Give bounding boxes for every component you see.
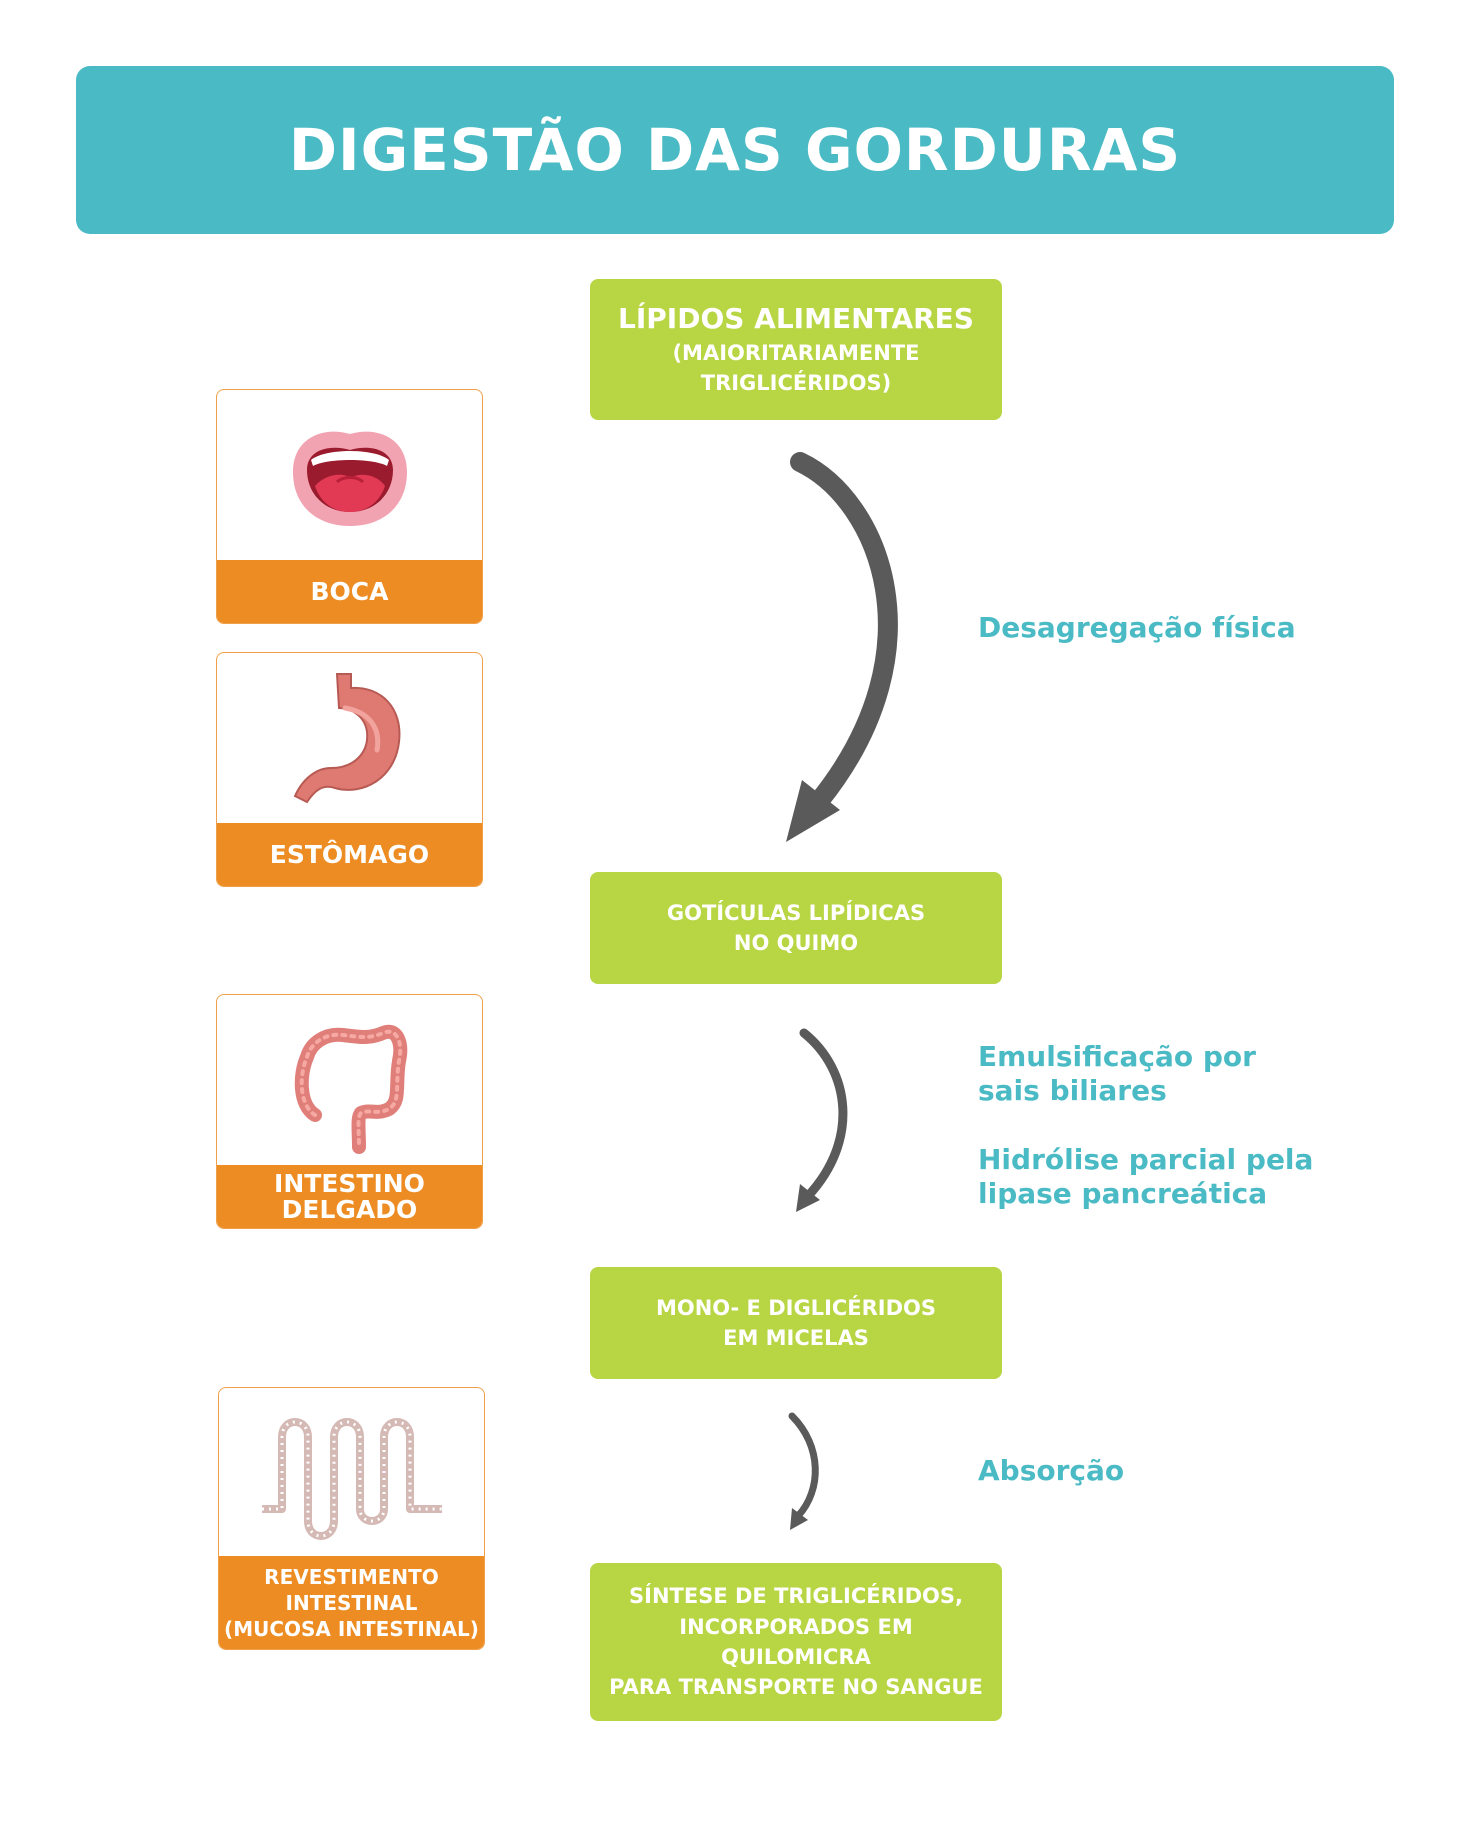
step-micelas-line2: EM MICELAS [723, 1326, 869, 1350]
page-title: DIGESTÃO DAS GORDURAS [288, 116, 1182, 184]
process-absorcao: Absorção [978, 1454, 1124, 1488]
step-sintese-line2: INCORPORADOS EM QUILOMICRA [679, 1614, 913, 1669]
process-hidrolise-line2: lipase pancreática [978, 1177, 1268, 1210]
process-desagregacao-text: Desagregação física [978, 611, 1296, 644]
process-emulsificacao-line1: Emulsificação por [978, 1040, 1256, 1073]
step-goticulas-line2: NO QUIMO [733, 931, 859, 955]
organ-estomago-text: ESTÔMAGO [269, 840, 430, 869]
process-hidrolise: Hidrólise parcial pela lipase pancreátic… [978, 1143, 1313, 1211]
organ-card-mucosa: REVESTIMENTO INTESTINAL (MUCOSA INTESTIN… [218, 1387, 485, 1650]
process-emulsificacao: Emulsificação por sais biliares [978, 1040, 1256, 1108]
process-desagregacao: Desagregação física [978, 611, 1296, 645]
organ-mucosa-line1: REVESTIMENTO [264, 1564, 439, 1589]
step-lipidos-line2: (MAIORITARIAMENTE [672, 340, 920, 365]
step-micelas: MONO- E DIGLICÉRIDOS EM MICELAS [590, 1267, 1002, 1379]
arrow-1 [786, 452, 898, 842]
arrow-3 [788, 1412, 819, 1530]
organ-label-boca: BOCA [217, 560, 482, 623]
organ-mucosa-line3: (MUCOSA INTESTINAL) [224, 1616, 479, 1641]
step-micelas-line1: MONO- E DIGLICÉRIDOS [655, 1295, 937, 1320]
step-lipidos-line1: LÍPIDOS ALIMENTARES [618, 302, 974, 336]
stomach-icon [293, 673, 400, 804]
process-emulsificacao-line2: sais biliares [978, 1074, 1167, 1107]
organ-mucosa-line2: INTESTINAL [285, 1590, 418, 1615]
villi-icon [261, 1418, 442, 1540]
organ-label-intestino: INTESTINO DELGADO [217, 1165, 482, 1228]
step-sintese-trigliceridos: SÍNTESE DE TRIGLICÉRIDOS, INCORPORADOS E… [590, 1563, 1002, 1721]
step-lipidos-alimentares: LÍPIDOS ALIMENTARES (MAIORITARIAMENTE TR… [590, 279, 1002, 420]
organ-intestino-line1: INTESTINO [274, 1168, 425, 1198]
organ-intestino-line2: DELGADO [281, 1194, 418, 1224]
step-sintese-line1: SÍNTESE DE TRIGLICÉRIDOS, [629, 1584, 963, 1609]
mouth-icon [292, 431, 407, 526]
title-banner: DIGESTÃO DAS GORDURAS [76, 66, 1394, 234]
organ-card-boca: BOCA [216, 389, 483, 624]
organ-card-estomago: ESTÔMAGO [216, 652, 483, 887]
arrow-2 [796, 1028, 848, 1212]
organ-boca-text: BOCA [310, 577, 389, 606]
step-sintese-line3: PARA TRANSPORTE NO SANGUE [609, 1675, 983, 1700]
organ-label-estomago: ESTÔMAGO [217, 823, 482, 886]
organ-card-intestino: INTESTINO DELGADO [216, 994, 483, 1229]
organ-label-mucosa: REVESTIMENTO INTESTINAL (MUCOSA INTESTIN… [219, 1556, 484, 1649]
step-lipidos-line3: TRIGLICÉRIDOS) [700, 371, 892, 396]
intestine-icon [294, 1024, 407, 1154]
step-goticulas-line1: GOTÍCULAS LIPÍDICAS [666, 900, 926, 925]
process-hidrolise-line1: Hidrólise parcial pela [978, 1143, 1314, 1176]
process-absorcao-text: Absorção [978, 1454, 1125, 1487]
step-goticulas-lipidicas: GOTÍCULAS LIPÍDICAS NO QUIMO [590, 872, 1002, 984]
